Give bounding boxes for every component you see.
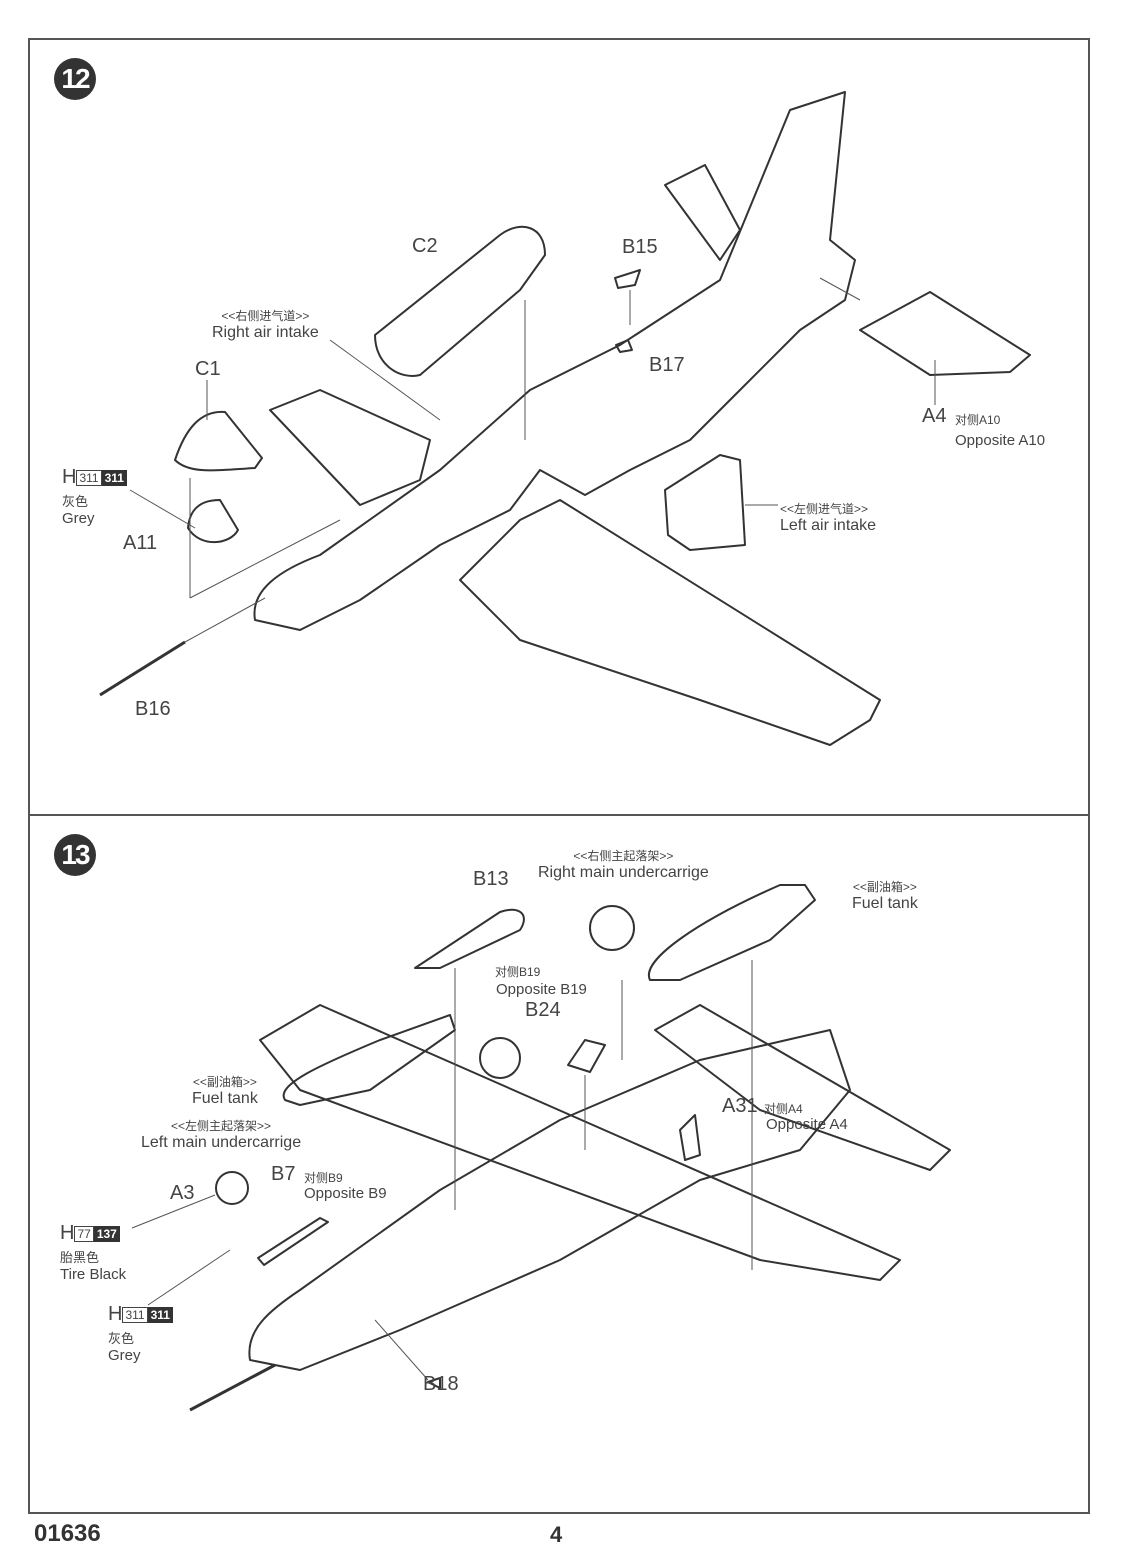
- paint-code-filled: 311: [147, 1306, 173, 1323]
- leader-a11-to-nose: [189, 519, 341, 599]
- paint-code-filled: 137: [93, 1225, 120, 1242]
- callout-cn: <<副油箱>>: [852, 880, 917, 894]
- callout-en: Left air intake: [780, 517, 877, 534]
- part-label-c1: C1: [195, 358, 221, 380]
- fuel-tank-right-13: [647, 884, 816, 981]
- leader-b18: [374, 1319, 429, 1381]
- b19-note-en: Opposite B19: [496, 981, 587, 998]
- wing-outline-13: [259, 1004, 901, 1281]
- callout-left-air-intake: <<左侧进气道>> Left air intake: [780, 500, 876, 535]
- part-label-b24: B24: [525, 999, 561, 1021]
- part-b17: [615, 339, 633, 353]
- wing-outline: [459, 499, 881, 746]
- b9-note-cn: 对侧B9: [304, 1171, 343, 1185]
- step-number-badge: 13: [54, 834, 96, 876]
- fuselage-outline-13: [248, 1029, 851, 1371]
- part-b7: [257, 1217, 329, 1266]
- page-number: 4: [550, 1522, 563, 1547]
- part-b24: [567, 1039, 606, 1073]
- a4-note-en: Opposite A10: [955, 432, 1046, 449]
- part-b16-probe: [99, 640, 186, 697]
- wing-right-13: [654, 1004, 951, 1171]
- paint-brand: H: [60, 1222, 75, 1244]
- paint-name-cn: 灰色: [108, 1331, 135, 1346]
- callout-fuel-tank-left: <<副油箱>> Fuel tank: [192, 1073, 258, 1108]
- product-code: 01636: [34, 1520, 101, 1547]
- callout-cn: <<右侧主起落架>>: [573, 849, 674, 863]
- paint-name-cn: 灰色: [62, 494, 89, 509]
- paint-name-en: Grey: [108, 1347, 141, 1364]
- part-label-a4: A4: [922, 405, 947, 427]
- part-left-air-intake: [664, 454, 746, 551]
- part-label-b17: B17: [649, 354, 685, 376]
- leader-paint-311-13: [147, 1249, 231, 1306]
- part-a31: [679, 1114, 701, 1161]
- callout-fuel-tank-right: <<副油箱>> Fuel tank: [852, 878, 918, 913]
- part-a4: [859, 291, 1031, 376]
- paint-code-outline: 311: [122, 1306, 148, 1323]
- part-c1: [174, 410, 263, 472]
- left-wing-stub: [269, 389, 431, 506]
- part-label-a31: A31: [722, 1095, 758, 1117]
- callout-left-main-undercarriage: <<左侧主起落架>> Left main undercarrige: [141, 1117, 301, 1152]
- paint-code-outline: 77: [74, 1225, 94, 1242]
- part-a11: [187, 499, 239, 544]
- paint-brand: H: [62, 466, 77, 488]
- fuel-tank-left-13: [282, 1014, 456, 1106]
- pitot-13: [189, 1363, 276, 1412]
- fuselage-outline: [253, 91, 856, 631]
- part-label-b7: B7: [271, 1163, 296, 1185]
- step-13-panel: [28, 814, 1090, 1514]
- part-b15: [614, 269, 641, 289]
- callout-cn: <<副油箱>>: [192, 1075, 257, 1089]
- callout-en: Right air intake: [212, 324, 319, 341]
- paint-brand: H: [108, 1303, 123, 1325]
- wheel-left-13: [479, 1037, 521, 1079]
- part-label-b15: B15: [622, 236, 658, 258]
- step-number-badge: 12: [54, 58, 96, 100]
- leader-paint-12: [129, 489, 196, 529]
- paint-code-filled: 311: [101, 469, 127, 486]
- a4-note-cn: 对侧A10: [955, 413, 1001, 427]
- callout-en: Left main undercarrige: [141, 1134, 302, 1151]
- paint-code-outline: 311: [76, 469, 102, 486]
- part-label-b18: B18: [423, 1373, 459, 1395]
- callout-cn: <<左侧主起落架>>: [171, 1119, 272, 1133]
- leader-right-intake: [329, 339, 441, 421]
- part-label-a3: A3: [170, 1182, 195, 1204]
- callout-en: Fuel tank: [852, 895, 918, 912]
- a4-note-cn: 对侧A4: [764, 1102, 803, 1116]
- leader-b16: [184, 597, 266, 643]
- callout-right-main-undercarriage: <<右侧主起落架>> Right main undercarrige: [538, 847, 709, 882]
- part-label-b13: B13: [473, 868, 509, 890]
- paint-name-cn: 胎黑色: [60, 1250, 100, 1265]
- b19-note-cn: 对侧B19: [495, 965, 541, 979]
- paint-name-en: Grey: [62, 510, 95, 527]
- a4-note-en: Opposite A4: [766, 1116, 848, 1133]
- part-label-c2: C2: [412, 235, 438, 257]
- part-c2-canopy: [374, 225, 546, 377]
- wheel-right-13: [589, 905, 635, 951]
- tail-plane: [664, 164, 741, 261]
- callout-cn: <<左侧进气道>>: [780, 502, 869, 516]
- b9-note-en: Opposite B9: [304, 1185, 387, 1202]
- part-label-a11: A11: [123, 532, 158, 554]
- paint-name-en: Tire Black: [60, 1266, 127, 1283]
- wheel-a3: [215, 1171, 249, 1205]
- part-label-b16: B16: [135, 698, 171, 720]
- callout-en: Fuel tank: [192, 1090, 258, 1107]
- leader-a4-arrow: [819, 277, 861, 301]
- leader-paint-77: [131, 1194, 216, 1229]
- callout-en: Right main undercarrige: [538, 864, 709, 881]
- callout-cn: <<右侧进气道>>: [221, 309, 310, 323]
- callout-right-air-intake: <<右侧进气道>> Right air intake: [212, 307, 319, 342]
- part-b18: [427, 1377, 441, 1389]
- part-b13: [414, 908, 525, 969]
